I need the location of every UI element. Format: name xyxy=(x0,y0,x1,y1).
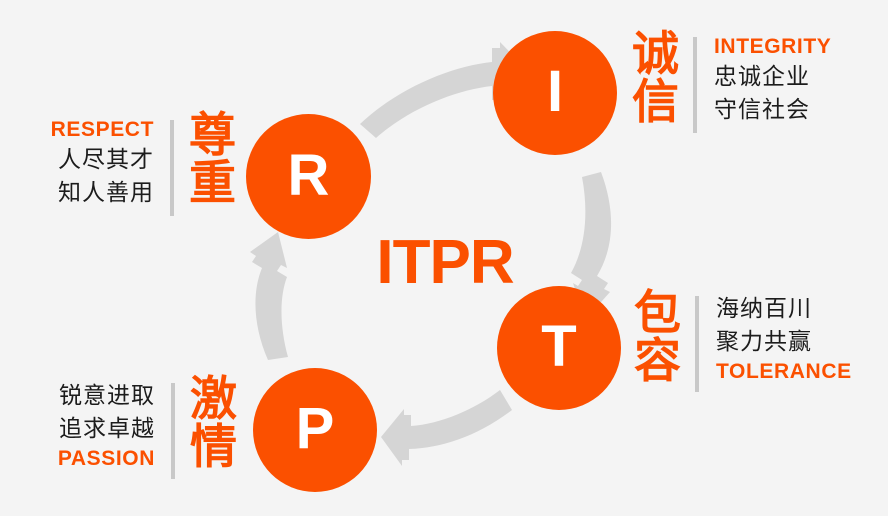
respect-chinese-line-2: 知人善用 xyxy=(58,180,154,206)
tolerance-divider xyxy=(695,296,699,392)
passion-chinese-line-2: 追求卓越 xyxy=(59,415,155,442)
passion-big-word: 激 情 xyxy=(190,376,237,472)
tolerance-english-label: TOLERANCE xyxy=(716,360,852,384)
passion-english-label: PASSION xyxy=(57,447,155,471)
node-letter-t: T xyxy=(541,314,577,379)
respect-english-label: RESPECT xyxy=(50,118,154,141)
integrity-chinese-line-2: 守信社会 xyxy=(714,97,810,123)
integrity-big-char-2: 信 xyxy=(632,74,679,130)
integrity-text-column: INTEGRITY 忠诚企业 守信社会 xyxy=(714,33,831,127)
arrow-p-to-r-icon xyxy=(250,232,288,360)
respect-big-char-1: 尊 xyxy=(189,108,236,163)
respect-big-word: 尊 重 xyxy=(189,112,236,208)
passion-big-char-2: 情 xyxy=(190,419,237,475)
tolerance-big-char-1: 包 xyxy=(634,286,681,341)
value-block-integrity: 诚 信 INTEGRITY 忠诚企业 守信社会 xyxy=(632,31,831,133)
node-letter-i: I xyxy=(546,59,564,124)
node-circle-passion[interactable]: P xyxy=(253,368,377,492)
passion-chinese-line-1: 锐意进取 xyxy=(59,383,155,409)
passion-big-char-1: 激 xyxy=(190,372,237,427)
tolerance-text-column: 海纳百川 聚力共赢 TOLERANCE xyxy=(716,293,852,387)
tolerance-big-char-2: 容 xyxy=(634,333,681,389)
respect-text-column: RESPECT 人尽其才 知人善用 xyxy=(44,116,154,210)
passion-divider xyxy=(171,383,175,479)
arrow-r-to-i-icon xyxy=(360,42,531,138)
arrow-t-to-p-icon xyxy=(381,390,512,466)
passion-text-column: 锐意进取 追求卓越 PASSION xyxy=(40,380,155,474)
respect-chinese-line-1: 人尽其才 xyxy=(58,147,154,174)
tolerance-chinese-line-2: 聚力共赢 xyxy=(716,328,812,355)
integrity-english-label: INTEGRITY xyxy=(714,35,832,58)
node-circle-tolerance[interactable]: T xyxy=(497,286,621,410)
integrity-divider xyxy=(693,37,697,133)
tolerance-big-word: 包 容 xyxy=(634,290,681,386)
integrity-big-word: 诚 信 xyxy=(632,31,679,127)
respect-divider xyxy=(170,120,174,216)
value-block-tolerance: 包 容 海纳百川 聚力共赢 TOLERANCE xyxy=(634,290,852,392)
respect-big-char-2: 重 xyxy=(189,155,236,211)
value-block-respect: RESPECT 人尽其才 知人善用 尊 重 xyxy=(44,112,236,216)
node-letter-r: R xyxy=(287,142,330,208)
center-acronym: ITPR xyxy=(376,228,514,297)
integrity-chinese-line-1: 忠诚企业 xyxy=(714,64,810,91)
integrity-big-char-1: 诚 xyxy=(632,27,679,82)
node-letter-p: P xyxy=(295,396,335,461)
arrow-i-to-t-icon xyxy=(571,172,612,320)
tolerance-chinese-line-1: 海纳百川 xyxy=(716,296,812,322)
value-block-passion: 锐意进取 追求卓越 PASSION 激 情 xyxy=(40,376,237,479)
node-circle-integrity[interactable]: I xyxy=(493,31,617,155)
node-circle-respect[interactable]: R xyxy=(246,114,371,239)
